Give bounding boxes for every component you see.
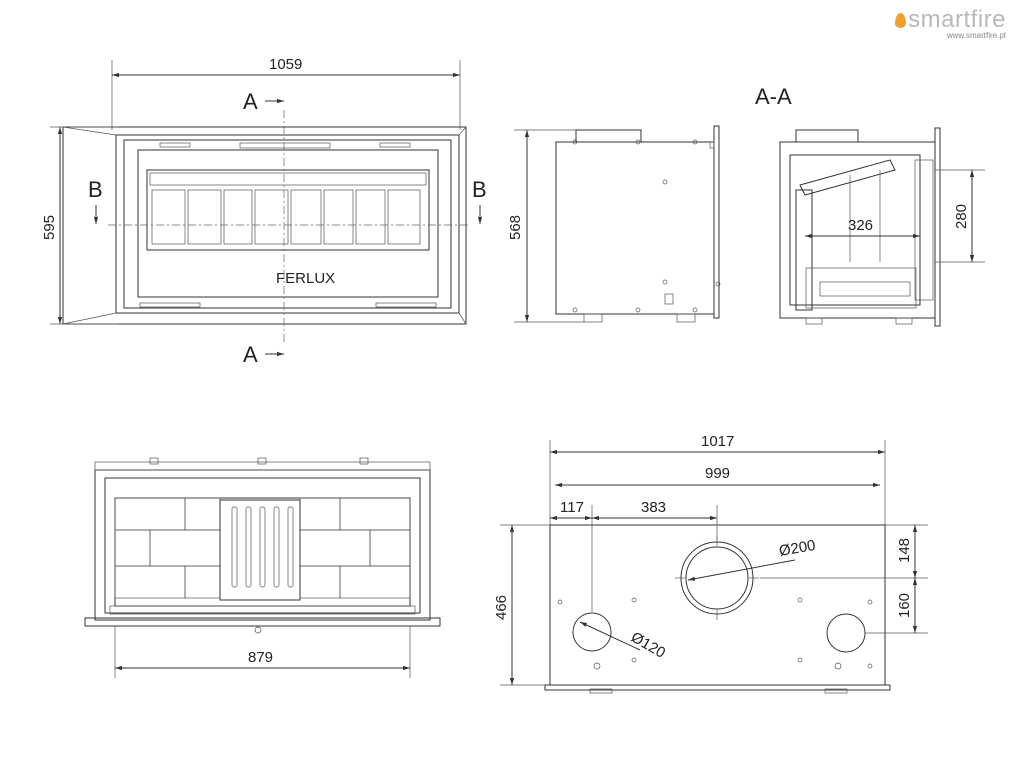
dim-section-height: 280 <box>953 204 970 229</box>
dim-offset-top: 148 <box>896 538 913 563</box>
dim-duct-main: Ø200 <box>778 537 817 560</box>
flame-icon <box>895 13 907 28</box>
front-glass-panels <box>151 189 421 245</box>
dim-section-depth: 326 <box>848 217 873 234</box>
brand-url: www.smartfire.pt <box>946 31 1006 40</box>
dim-offset-duct: 383 <box>641 499 666 516</box>
dim-side-height: 568 <box>507 215 524 240</box>
dim-offset-mid: 160 <box>896 593 913 618</box>
dim-top-width: 879 <box>248 649 273 666</box>
bottom-view: Ø200 Ø120 1017 999 117 383 <box>493 433 928 694</box>
dim-bottom-outer: 1017 <box>701 433 734 450</box>
brand-logo: smartfire www.smartfire.pt <box>895 6 1006 40</box>
section-aa-view: A-A 326 280 <box>755 84 985 327</box>
brand-name: smartfire <box>908 6 1006 33</box>
dim-offset-left: 117 <box>560 499 584 516</box>
side-view: 568 <box>507 125 721 323</box>
dim-front-height: 595 <box>41 215 58 240</box>
front-view: FERLUX 1059 595 A A B B <box>41 56 487 367</box>
firebricks <box>114 497 411 599</box>
section-aa-title: A-A <box>755 84 792 109</box>
dim-bottom-depth: 466 <box>493 595 510 620</box>
dim-bottom-inner: 999 <box>705 465 730 482</box>
section-a-bottom: A <box>243 342 258 367</box>
dim-front-width: 1059 <box>269 56 302 73</box>
section-b-left: B <box>88 177 103 202</box>
section-b-right: B <box>472 177 487 202</box>
section-a-top: A <box>243 89 258 114</box>
dim-duct-small: Ø120 <box>628 629 668 662</box>
stove-badge: FERLUX <box>276 270 335 287</box>
top-section-view: 879 <box>84 457 441 678</box>
